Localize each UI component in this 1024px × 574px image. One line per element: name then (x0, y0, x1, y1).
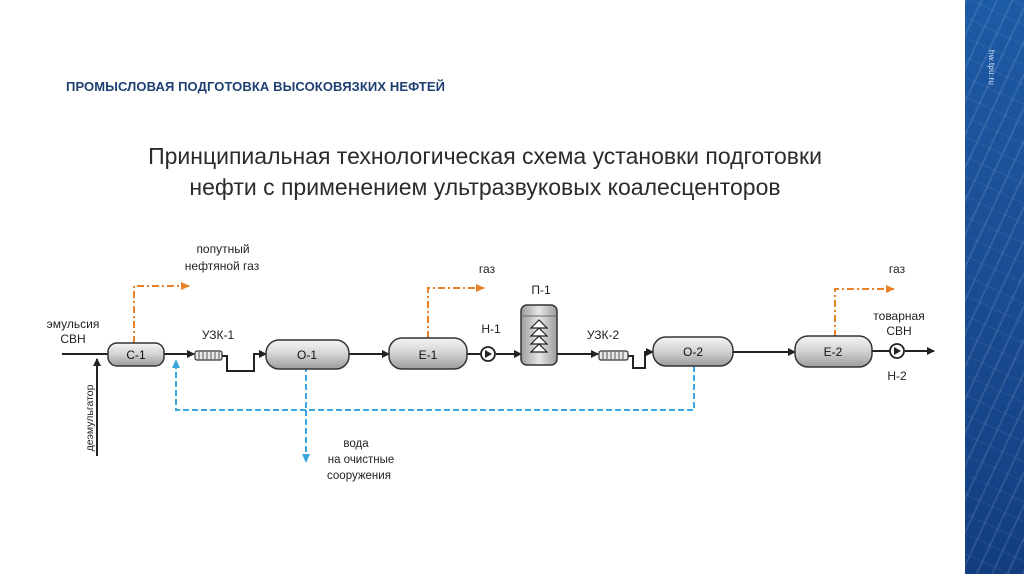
site-label: hw.tpu.ru (987, 50, 996, 86)
water-label-line1: вода (343, 438, 369, 450)
vessel-o2-label: О-2 (683, 345, 703, 359)
uzk1-label: УЗК-1 (202, 328, 235, 342)
vessel-e2: Е-2 (794, 335, 873, 368)
gas-lines (133, 282, 895, 343)
coalescer-uzk1 (194, 350, 223, 361)
vessel-o1-label: О-1 (297, 348, 317, 362)
associated-gas-line1: попутный (196, 242, 249, 256)
vessel-c1-label: С-1 (126, 348, 146, 362)
side-band: hw.tpu.ru (965, 0, 1024, 574)
input-label-line2: СВН (60, 332, 85, 346)
slide-title-line1: Принципиальная технологическая схема уст… (148, 143, 822, 169)
vessel-e1: Е-1 (388, 337, 468, 370)
pump-n2 (889, 343, 905, 359)
water-label-line2: на очистные (328, 454, 395, 466)
output-label-line2: СВН (886, 324, 911, 338)
n1-label: Н-1 (481, 322, 501, 336)
vessel-e1-label: Е-1 (419, 348, 438, 362)
slide-title-line2: нефти с применением ультразвуковых коале… (189, 174, 781, 200)
n2-label: Н-2 (887, 369, 907, 383)
uzk2-label: УЗК-2 (587, 328, 620, 342)
input-label-line1: эмульсия (47, 317, 100, 331)
water-label-line3: сооружения (327, 470, 391, 482)
side-band-pattern (965, 0, 1024, 574)
output-label-line1: товарная (873, 309, 924, 323)
vessel-c1: С-1 (107, 342, 165, 367)
main-process-line (62, 347, 935, 456)
p1-label: П-1 (531, 283, 551, 297)
vessel-o1: О-1 (265, 339, 350, 370)
vessel-o2: О-2 (652, 336, 734, 367)
associated-gas-line2: нефтяной газ (185, 259, 260, 273)
process-diagram: С-1 О-1 Е-1 О-2 Е-2 (47, 242, 935, 482)
slide-title: Принципиальная технологическая схема уст… (60, 141, 910, 203)
section-title: ПРОМЫСЛОВАЯ ПОДГОТОВКА ВЫСОКОВЯЗКИХ НЕФТ… (66, 79, 446, 94)
vessel-e2-label: Е-2 (824, 345, 843, 359)
gas1-label: газ (479, 262, 496, 276)
demulsifier-label: деэмульгатор (84, 384, 96, 451)
gas2-label: газ (889, 262, 906, 276)
heater-p1 (520, 304, 558, 366)
coalescer-uzk2 (598, 350, 629, 361)
water-lines (172, 359, 695, 463)
pump-n1 (480, 346, 496, 362)
